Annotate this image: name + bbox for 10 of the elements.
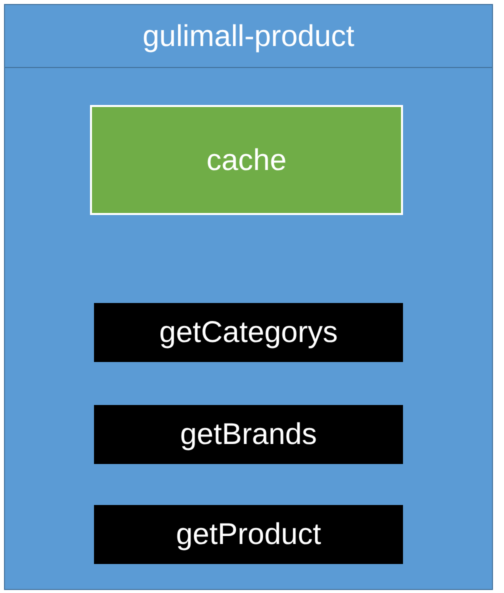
cache-box xyxy=(90,105,403,215)
service-panel xyxy=(4,4,493,590)
method-name: getProduct xyxy=(176,518,322,551)
method-box xyxy=(94,303,403,362)
method-box xyxy=(94,505,403,564)
method-box xyxy=(94,405,403,464)
method-name: getCategorys xyxy=(159,316,338,349)
method-name: getBrands xyxy=(180,418,317,451)
panel-title: gulimall-product xyxy=(142,20,354,52)
cache-label: cache xyxy=(206,144,287,176)
